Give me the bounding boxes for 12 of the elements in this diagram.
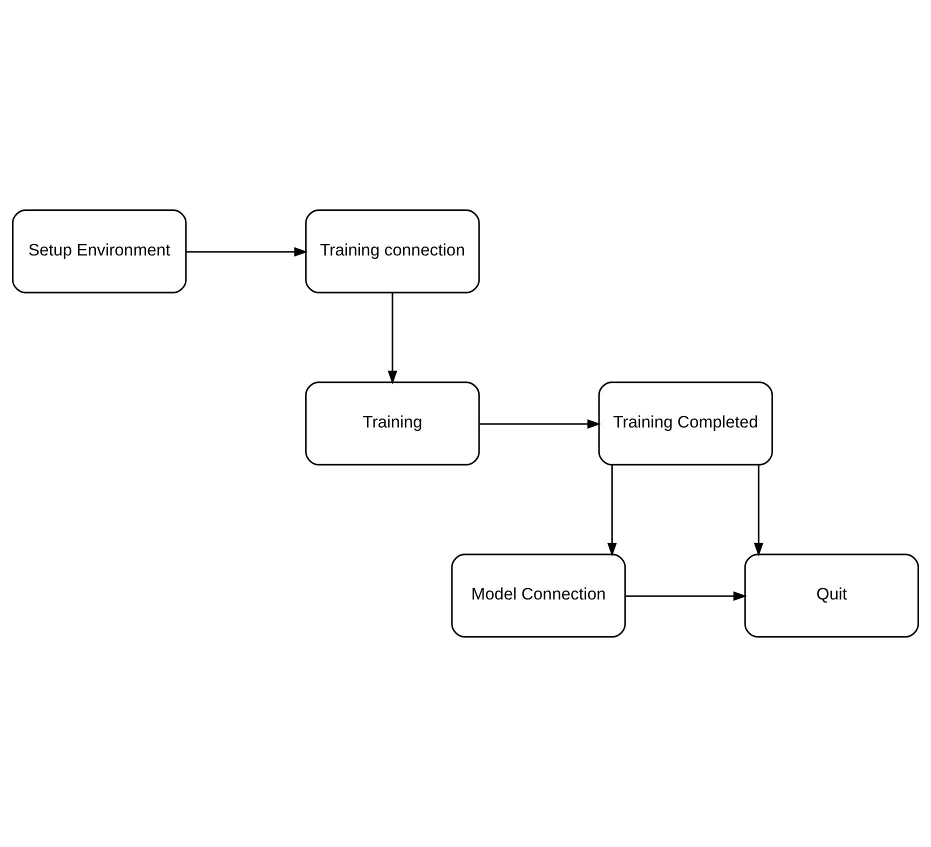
node-box: Quit bbox=[744, 554, 920, 638]
node-box: Training bbox=[305, 382, 480, 466]
arrow bbox=[754, 464, 764, 556]
arrow bbox=[186, 247, 308, 257]
arrow bbox=[607, 464, 617, 556]
node-box: Model Connection bbox=[451, 554, 626, 638]
node-box: Training connection bbox=[305, 209, 480, 294]
arrow bbox=[388, 292, 398, 384]
arrow bbox=[479, 419, 601, 429]
arrow bbox=[625, 591, 747, 601]
node-box: Training Completed bbox=[598, 382, 773, 466]
node-box: Setup Environment bbox=[12, 209, 187, 294]
